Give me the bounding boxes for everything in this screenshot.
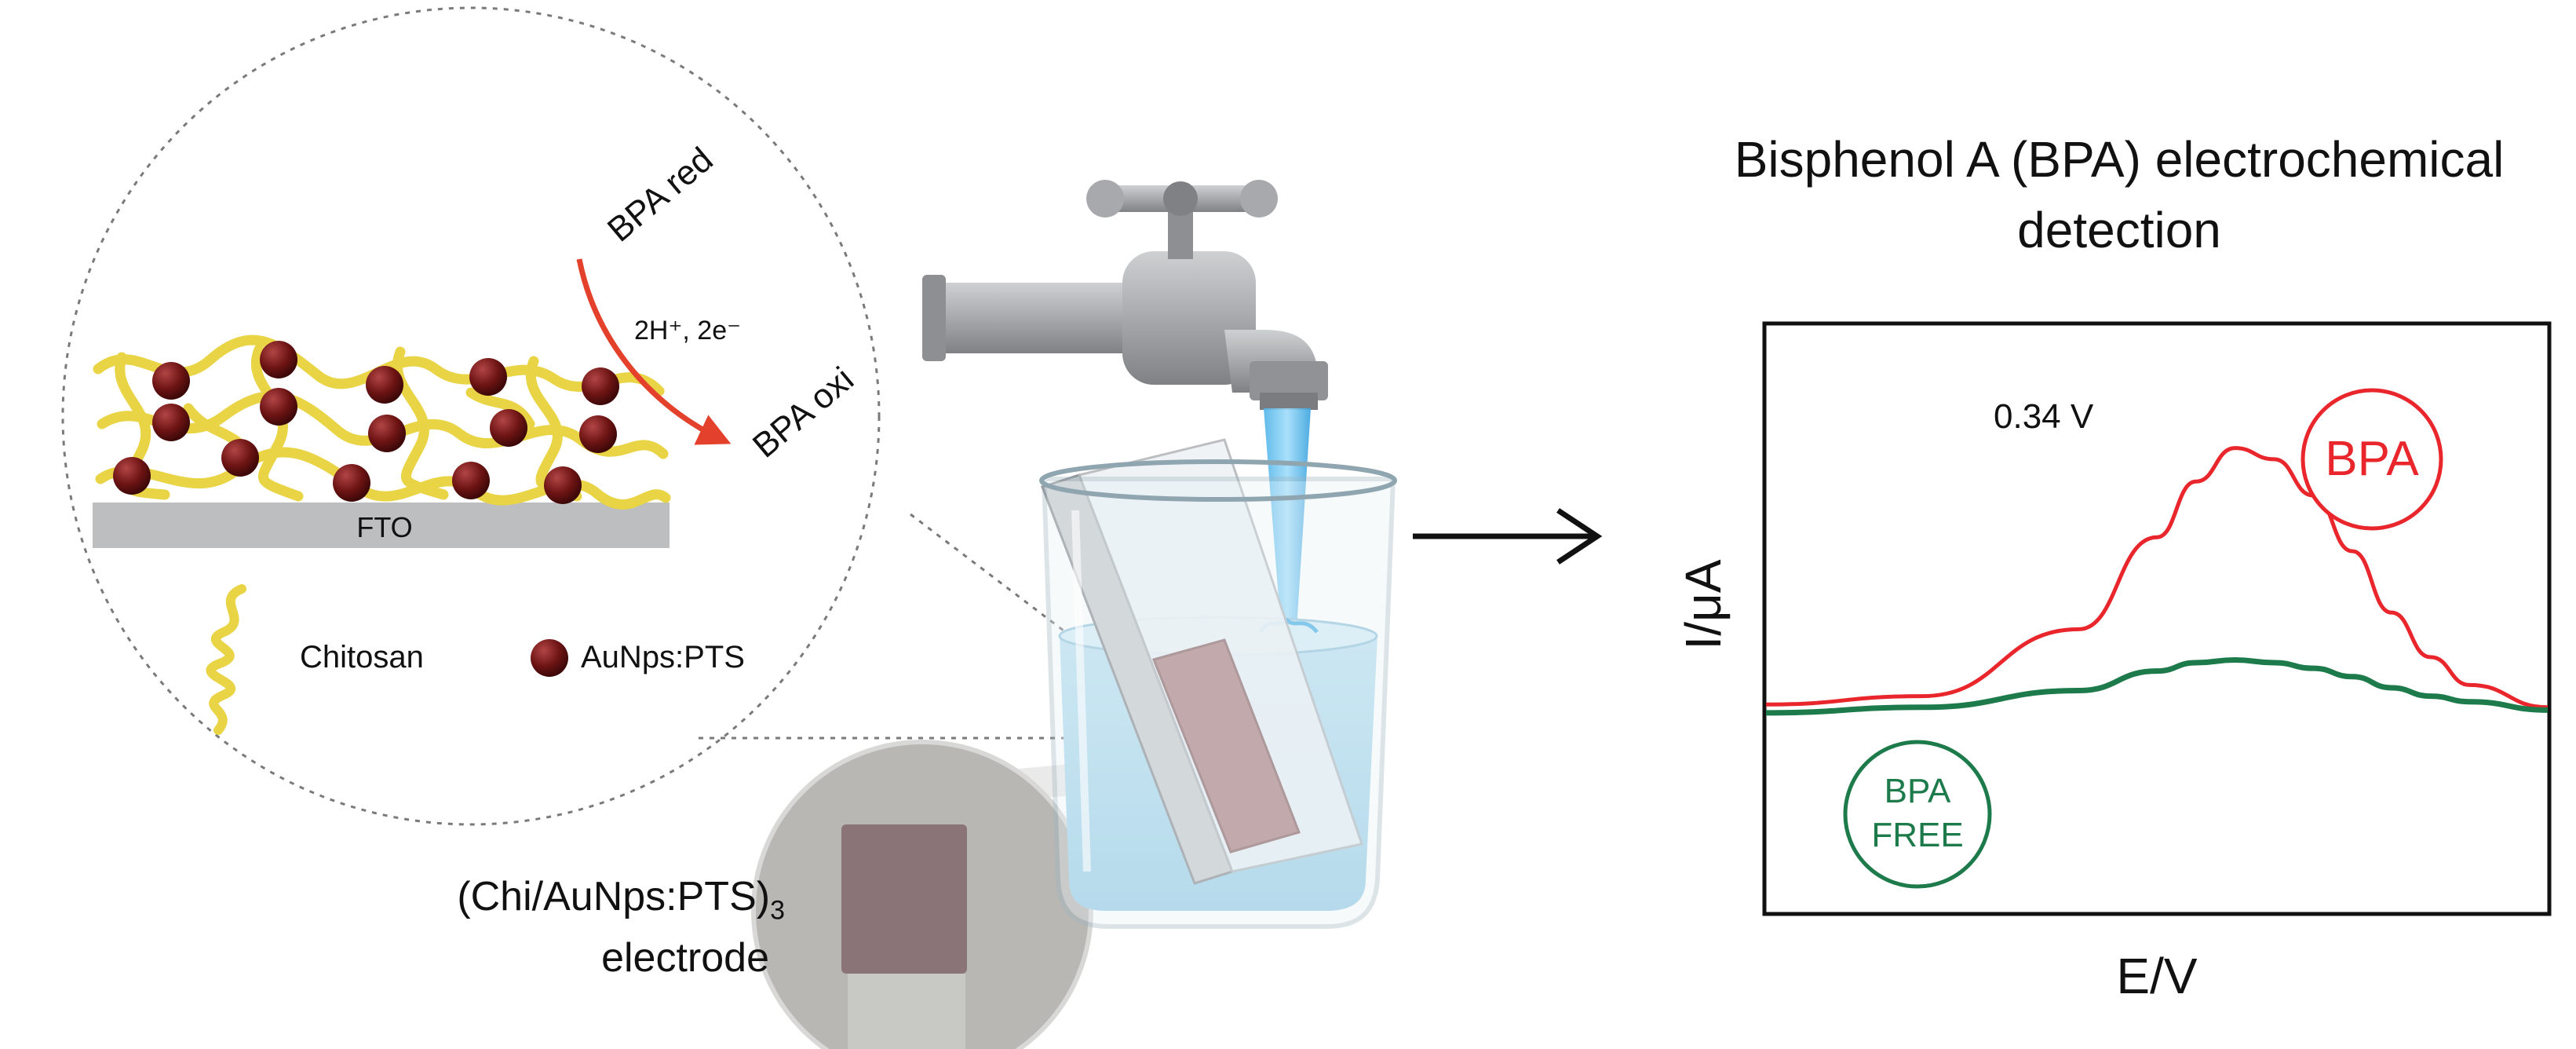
faucet-body <box>1122 251 1256 385</box>
faucet-illustration <box>922 180 1328 410</box>
beaker-highlight <box>1071 510 1091 872</box>
beaker-illustration <box>1039 438 1397 929</box>
bpa-curve <box>1765 446 2549 710</box>
product-label: BPA oxi <box>746 360 861 465</box>
bpa-badge-label: BPA <box>2325 432 2419 486</box>
nanoparticle-layer <box>113 341 619 504</box>
reactant-label: BPA red <box>600 140 721 249</box>
inset-circle-outline <box>61 6 881 826</box>
electrode-label-line2: electrode <box>601 935 769 981</box>
y-axis-label: I/μA <box>1675 559 1731 649</box>
nanoparticle <box>452 462 490 499</box>
electrode-photo <box>751 740 1220 1049</box>
nanoparticle <box>544 466 582 504</box>
fto-substrate <box>93 503 670 548</box>
chitosan-strand <box>465 387 535 429</box>
nanoparticle <box>260 388 297 426</box>
nanoparticle <box>469 358 507 396</box>
nanoparticle <box>366 366 403 404</box>
x-axis-label: E/V <box>2116 948 2197 1004</box>
nanoparticle-legend-icon <box>531 639 568 677</box>
plot-title-line2: detection <box>2017 202 2221 258</box>
nanoparticle <box>152 362 190 400</box>
chitosan-legend-label: Chitosan <box>300 640 424 674</box>
bpa-free-curve <box>1765 656 2549 716</box>
nanoparticle <box>260 341 297 378</box>
electrode-label-subscript: 3 <box>770 895 785 926</box>
nanoparticle <box>490 409 527 447</box>
electrode-coating <box>1151 638 1301 853</box>
bpa-badge <box>2301 388 2443 531</box>
nanoparticle <box>579 415 617 453</box>
beaker-electrode <box>1041 438 1363 885</box>
beaker-glass <box>1041 477 1396 929</box>
curve-group <box>1765 446 2549 716</box>
chitosan-strand <box>95 447 671 510</box>
nanoparticle <box>221 439 259 477</box>
faucet-nozzle <box>1260 393 1318 410</box>
bpa-free-badge-line1: BPA <box>1885 772 1951 810</box>
chitosan-legend-icon <box>206 584 246 735</box>
nanoparticle <box>152 404 190 441</box>
plot-title-line1: Bisphenol A (BPA) electrochemical <box>1735 131 2505 188</box>
electrode-label-line1: (Chi/AuNps:PTS)3 <box>457 873 785 934</box>
faucet-handle-knob-right <box>1240 180 1278 217</box>
faucet-handle-knob-left <box>1086 180 1124 217</box>
chitosan-strand <box>250 344 304 502</box>
peak-potential-label: 0.34 V <box>1994 397 2094 436</box>
electrode-label-main: (Chi/AuNps:PTS) <box>457 874 771 919</box>
photo-electrode-film <box>841 824 967 974</box>
bpa-free-badge-line2: FREE <box>1871 816 1963 854</box>
bpa-free-badge <box>1843 740 1992 889</box>
faucet-pipe-end <box>922 275 946 361</box>
inset-panel: FTO <box>61 6 1221 826</box>
reaction-conditions-label: 2H⁺, 2e⁻ <box>634 316 741 345</box>
reaction-arrow <box>576 258 732 445</box>
nanoparticle <box>368 415 406 452</box>
process-arrow-head <box>1556 508 1603 565</box>
nanoparticle <box>582 367 619 405</box>
voltammetry-plot: Bisphenol A (BPA) electrochemical detect… <box>1675 131 2552 1004</box>
nanoparticle <box>333 464 370 502</box>
fto-label: FTO <box>356 511 412 543</box>
beaker-rim <box>1039 459 1397 502</box>
nanoparticle-legend-label: AuNps:PTS <box>581 640 745 674</box>
plot-frame <box>1762 321 2552 916</box>
faucet-handle-hub <box>1163 181 1198 216</box>
nanoparticle <box>113 457 151 495</box>
faucet-spout <box>1250 361 1328 400</box>
photo-electrode-glass <box>848 974 965 1049</box>
photo-circle-border <box>751 740 1093 1049</box>
process-arrow <box>1413 508 1603 565</box>
